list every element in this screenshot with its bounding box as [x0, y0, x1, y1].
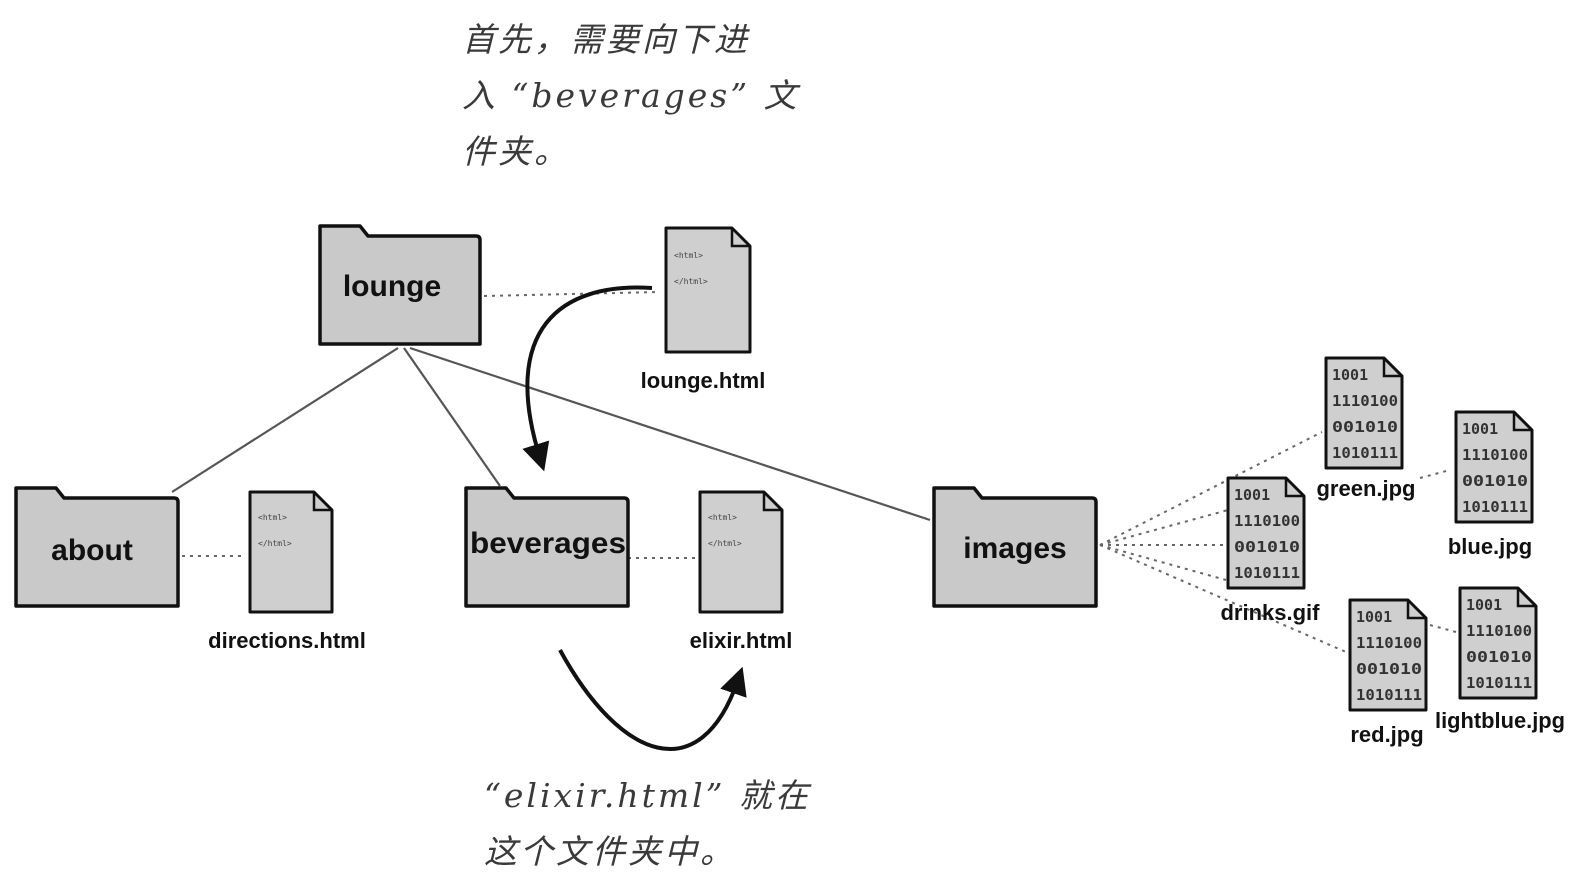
- binary-line: 001010: [1234, 538, 1300, 556]
- folder-label-images: images: [963, 532, 1066, 565]
- file-drinks-gif[interactable]: 1001 1110100 001010 1010111 drinks.gif: [1220, 476, 1320, 625]
- binary-line: 1110100: [1332, 392, 1398, 410]
- annotation-bottom: “elixir.html” 就在 这个文件夹中。: [484, 768, 811, 880]
- binary-line: 001010: [1466, 648, 1532, 666]
- image-file-icon: [1454, 410, 1534, 524]
- file-blue-jpg[interactable]: 1001 1110100 001010 1010111 blue.jpg: [1448, 410, 1534, 559]
- file-lounge-html[interactable]: <html> </html> lounge.html: [641, 226, 766, 393]
- binary-line: 1010111: [1332, 444, 1398, 462]
- file-label-lounge-html: lounge.html: [641, 368, 766, 393]
- image-file-icon: [1226, 476, 1306, 590]
- binary-line: 1010111: [1462, 498, 1528, 516]
- dots-green-jpg: [1099, 431, 1323, 546]
- annotation-top: 首先，需要向下进 入 “beverages” 文 件夹。: [462, 12, 800, 180]
- binary-line: 001010: [1462, 472, 1528, 490]
- folder-icon: [932, 486, 1098, 608]
- binary-line: 1001: [1466, 596, 1502, 614]
- html-open-tag: <html>: [674, 251, 703, 260]
- annotation-top-line: 首先，需要向下进: [462, 20, 750, 59]
- file-label-drinks-gif: drinks.gif: [1220, 600, 1320, 625]
- connector-lounge-about: [171, 347, 399, 493]
- connector-lounge-images: [409, 346, 931, 522]
- dots-green-blue: [1419, 469, 1451, 479]
- image-file-icon: [1458, 586, 1538, 700]
- image-file-icon: [1348, 598, 1428, 712]
- html-open-tag: <html>: [708, 513, 737, 522]
- file-label-directions-html: directions.html: [208, 628, 366, 653]
- binary-line: 1010111: [1466, 674, 1532, 692]
- html-close-tag: </html>: [708, 539, 742, 548]
- folder-label-lounge: lounge: [343, 270, 441, 303]
- html-open-tag: <html>: [258, 513, 287, 522]
- file-elixir-html[interactable]: <html> </html> elixir.html: [690, 490, 793, 653]
- arrow-into-beverages: [522, 285, 653, 472]
- file-label-elixir-html: elixir.html: [690, 628, 793, 653]
- binary-line: 1001: [1234, 486, 1270, 504]
- file-label-lightblue-jpg: lightblue.jpg: [1435, 708, 1565, 733]
- dots-drinks-gif-a: [1099, 509, 1229, 546]
- html-file-icon: [248, 490, 334, 614]
- binary-line: 001010: [1332, 418, 1398, 436]
- dots-drinks-gif-c: [1099, 544, 1227, 581]
- annotation-bottom-line: “elixir.html” 就在: [484, 776, 812, 815]
- file-red-jpg[interactable]: 1001 1110100 001010 1010111 red.jpg: [1348, 598, 1428, 747]
- tree-connectors: [171, 346, 931, 522]
- folder-label-beverages: beverages: [470, 527, 626, 560]
- folder-images[interactable]: images: [932, 486, 1098, 608]
- folder-icon: [14, 486, 180, 608]
- dots-red-jpg: [1099, 544, 1347, 653]
- binary-line: 1010111: [1234, 564, 1300, 582]
- binary-line: 1001: [1462, 420, 1498, 438]
- html-file-icon: [664, 226, 752, 354]
- binary-line: 001010: [1356, 660, 1422, 678]
- image-file-icon: [1324, 356, 1404, 470]
- binary-line: 1110100: [1466, 622, 1532, 640]
- binary-line: 1110100: [1462, 446, 1528, 464]
- annotation-top-line: 入 “beverages” 文: [462, 76, 800, 115]
- file-connectors: [182, 291, 1457, 653]
- binary-line: 1001: [1356, 608, 1392, 626]
- dots-lounge-html: [483, 291, 661, 297]
- binary-line: 1110100: [1356, 634, 1422, 652]
- folder-beverages[interactable]: beverages: [464, 486, 630, 608]
- binary-line: 1001: [1332, 366, 1368, 384]
- file-green-jpg[interactable]: 1001 1110100 001010 1010111 green.jpg: [1316, 356, 1416, 501]
- folder-label-about: about: [51, 534, 133, 567]
- html-close-tag: </html>: [674, 277, 708, 286]
- annotation-top-line: 件夹。: [462, 132, 570, 171]
- html-close-tag: </html>: [258, 539, 292, 548]
- arrow-to-elixir-html: [558, 649, 747, 751]
- annotation-bottom-line: 这个文件夹中。: [484, 832, 736, 871]
- file-label-red-jpg: red.jpg: [1350, 722, 1423, 747]
- dots-red-lightblue: [1429, 624, 1457, 633]
- file-directions-html[interactable]: <html> </html> directions.html: [208, 490, 366, 653]
- file-lightblue-jpg[interactable]: 1001 1110100 001010 1010111 lightblue.jp…: [1435, 586, 1565, 733]
- folder-icon: [318, 224, 482, 346]
- html-file-icon: [698, 490, 784, 614]
- file-label-green-jpg: green.jpg: [1316, 476, 1415, 501]
- binary-line: 1010111: [1356, 686, 1422, 704]
- folder-icon: [464, 486, 630, 608]
- connector-lounge-beverages: [403, 347, 501, 487]
- binary-line: 1110100: [1234, 512, 1300, 530]
- file-label-blue-jpg: blue.jpg: [1448, 534, 1532, 559]
- folder-about[interactable]: about: [14, 486, 180, 608]
- folder-lounge[interactable]: lounge: [318, 224, 482, 346]
